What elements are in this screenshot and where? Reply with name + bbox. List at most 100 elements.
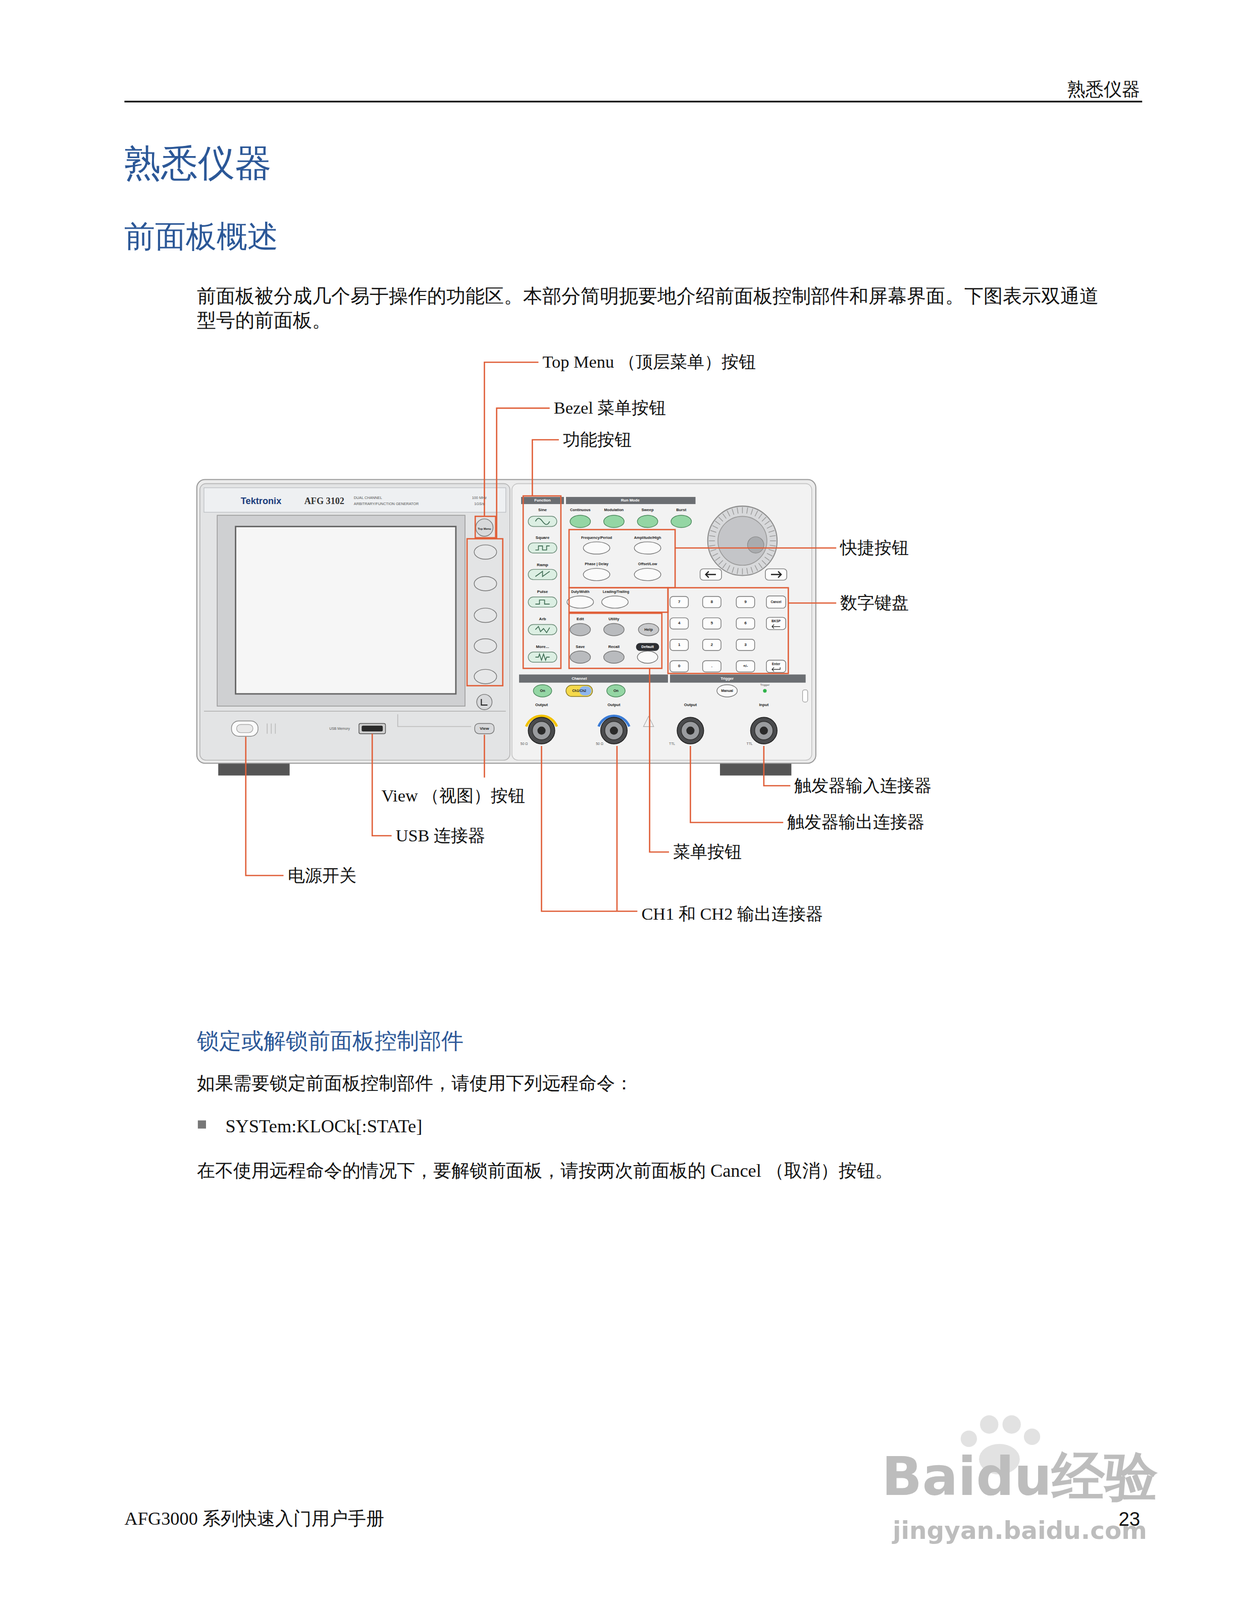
callout-label: View （视图）按钮 (381, 785, 526, 806)
knurl-line (746, 507, 748, 514)
run-mode-button (570, 515, 591, 528)
watermark: jingyan.baidu.com (892, 1516, 1148, 1545)
bnc-body (681, 721, 700, 740)
knurl-line (727, 564, 731, 571)
panel-label: Arb (539, 616, 547, 622)
bnc-pin (686, 726, 695, 735)
callout-label: 功能按钮 (562, 429, 632, 450)
panel-label: On (613, 688, 619, 693)
callout-label: Top Menu （顶层菜单）按钮 (542, 351, 756, 372)
menu-button (603, 623, 625, 636)
knurl-line (761, 517, 767, 522)
knurl-line (710, 549, 717, 552)
body-text: SYSTem:KLOCk[:STATe] (225, 1115, 423, 1138)
panel-label: Trigger (759, 682, 770, 687)
panel-seam (397, 713, 472, 727)
knurl-line (718, 517, 724, 522)
callout-label: 触发器输出连接器 (787, 812, 925, 833)
knurl-line (769, 540, 777, 541)
knurl-line (758, 562, 762, 569)
panel-label: +/- (743, 663, 749, 669)
return-icon (481, 698, 488, 705)
bullet (197, 1119, 206, 1128)
panel-label: Run Mode (621, 498, 640, 503)
keypad-key (766, 616, 786, 630)
knurl-line (732, 508, 735, 515)
panel-label: 100 MHz (472, 495, 487, 500)
backspace-icon (771, 624, 781, 629)
knurl-line (764, 521, 770, 525)
arrow-icon (770, 571, 782, 578)
usb-port (358, 723, 386, 734)
keypad-key (702, 660, 721, 672)
waveform-icon (535, 518, 550, 525)
arrow-key (765, 568, 787, 580)
function-button (528, 569, 557, 580)
function-button (528, 651, 557, 662)
leader-line (245, 362, 837, 911)
power-marks (267, 723, 276, 734)
panel-label: 6 (744, 621, 747, 626)
bnc-connector (677, 716, 704, 744)
keypad-key (766, 595, 786, 608)
arrow-icon (705, 571, 716, 578)
waveform-icon (535, 599, 550, 604)
panel-label: Help (644, 627, 653, 632)
panel-label: ARBITRARY/FUNCTION GENERATOR (353, 501, 419, 506)
panel-label: Tektronix (240, 495, 282, 507)
waveform-icon (535, 571, 550, 577)
function-button (528, 596, 557, 607)
shortcut-button (567, 595, 594, 608)
panel-label: Output (535, 702, 548, 708)
bezel-button (474, 576, 497, 591)
panel-label: Leading/Trailing (602, 589, 630, 594)
screen-bezel (217, 515, 466, 706)
run-mode-button (603, 515, 625, 528)
callout-label: USB 连接器 (395, 825, 486, 846)
waveform-icon (535, 653, 550, 660)
keypad-key (736, 596, 755, 608)
run-mode-bar (565, 496, 696, 504)
knurl-line (754, 510, 758, 517)
panel-label: Ch1/Ch2 (572, 688, 587, 693)
panel-label: TTL (668, 741, 676, 746)
watermark: Baidu经验 (881, 1445, 1158, 1507)
body-text: AFG3000 系列快速入门用户手册 (124, 1508, 385, 1530)
panel-label: Modulation (604, 507, 625, 512)
panel-label: Ramp (536, 562, 548, 568)
function-button (528, 516, 557, 527)
panel-label: Sine (538, 507, 547, 513)
panel-label: AFG 3102 (304, 495, 345, 507)
menu-button (570, 623, 591, 636)
usb-slot (362, 726, 383, 732)
knurl-line (709, 544, 716, 546)
panel-label: 4 (678, 621, 681, 626)
manual-trigger-button (716, 684, 738, 697)
panel-label: Phase | Delay (584, 561, 609, 566)
panel-label: Cancel (770, 599, 782, 604)
bezel-button (474, 638, 497, 653)
enter-icon (771, 666, 781, 672)
knurl-line (758, 513, 762, 519)
warning-icon (643, 715, 654, 727)
panel-label: DUAL CHANNEL (353, 495, 383, 500)
keypad-key (670, 639, 689, 651)
knurl-line (754, 564, 758, 571)
panel-label: 0 (678, 663, 681, 669)
shortcut-button (634, 541, 661, 554)
shortcut-button (634, 568, 661, 581)
header-rule (124, 100, 1143, 102)
knurl-line (709, 535, 716, 537)
keypad-key (736, 639, 755, 651)
latch (802, 689, 808, 702)
knurl-line (710, 530, 717, 533)
top-menu-button (475, 518, 493, 536)
panel-label: Manual (721, 688, 734, 693)
section-heading: 前面板概述 (124, 219, 279, 255)
keypad-key (736, 617, 755, 629)
panel-label: Recall (608, 644, 621, 650)
callout-label: 电源开关 (287, 865, 357, 886)
page-title: 熟悉仪器 (124, 141, 272, 185)
panel-label: 50 Ω (595, 741, 604, 746)
panel-label: Input (758, 702, 769, 708)
